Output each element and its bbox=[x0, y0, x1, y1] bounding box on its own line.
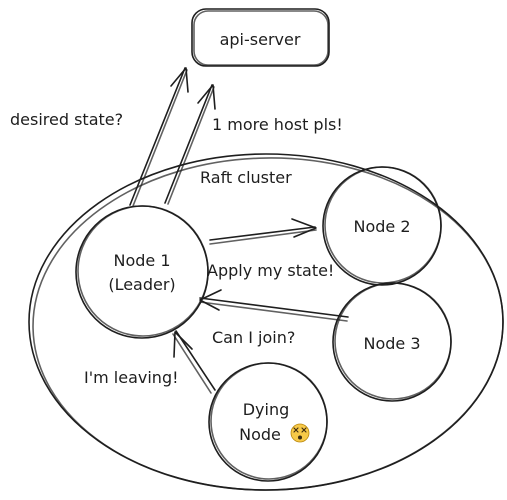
node-1-leader bbox=[75, 205, 209, 339]
api-server-box bbox=[191, 8, 330, 67]
node-3 bbox=[332, 282, 452, 402]
dying-node bbox=[208, 362, 328, 482]
edge-label-more-host: 1 more host pls! bbox=[212, 115, 343, 134]
node-1-label: Node 1 bbox=[113, 251, 170, 270]
arrow-more-host bbox=[164, 84, 216, 205]
arrow-leaving bbox=[172, 330, 216, 394]
edge-label-desired-state: desired state? bbox=[10, 110, 123, 129]
edge-label-can-join: Can I join? bbox=[212, 328, 295, 347]
arrow-desired-state bbox=[129, 67, 189, 207]
edge-label-apply-state: Apply my state! bbox=[207, 261, 334, 280]
node-2-label: Node 2 bbox=[353, 217, 410, 236]
arrow-apply-state bbox=[209, 218, 317, 245]
edge-label-leaving: I'm leaving! bbox=[84, 368, 179, 387]
dizzy-face-emoji-icon bbox=[290, 423, 310, 443]
arrow-can-join bbox=[199, 289, 349, 322]
api-server-label: api-server bbox=[220, 30, 301, 49]
node-1-role-label: (Leader) bbox=[108, 275, 175, 294]
raft-cluster-boundary bbox=[28, 153, 504, 491]
dying-node-label-line2: Node bbox=[239, 425, 281, 444]
dying-node-label-line1: Dying bbox=[243, 400, 290, 419]
cluster-label: Raft cluster bbox=[200, 168, 292, 187]
node-3-label: Node 3 bbox=[363, 334, 420, 353]
